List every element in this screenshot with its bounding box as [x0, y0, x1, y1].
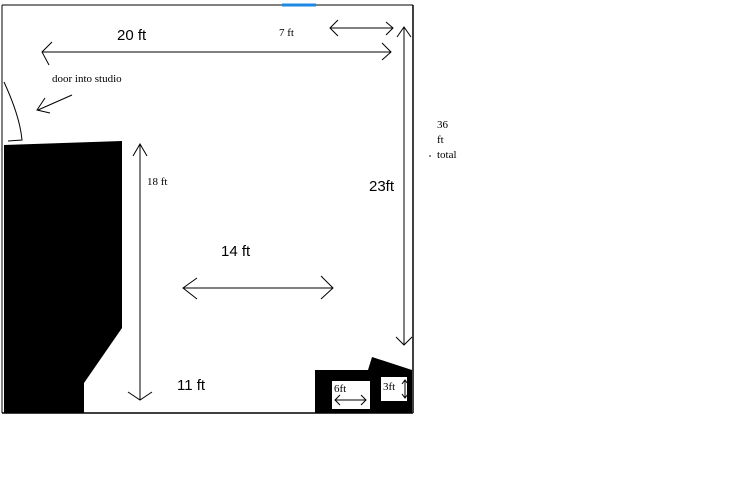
total-marker-dot [429, 155, 431, 157]
label-7ft: 7 ft [279, 27, 294, 39]
arrow-23ft [395, 26, 413, 346]
label-door-into-studio: door into studio [52, 73, 122, 85]
door-pointer-arrow [36, 94, 73, 114]
arrow-20ft [41, 41, 392, 66]
label-18ft: 18 ft [147, 176, 167, 188]
label-23ft: 23ft [369, 178, 395, 195]
label-11ft: 11 ft [177, 377, 206, 394]
arrow-14ft [182, 275, 334, 300]
arrow-3ft [401, 379, 409, 399]
label-14ft: 14 ft [221, 243, 251, 260]
label-20ft: 20 ft [117, 27, 147, 44]
label-3ft: 3ft [383, 381, 395, 393]
label-6ft: 6ft [334, 383, 346, 395]
arrow-18ft [127, 143, 153, 401]
left-black-block [4, 141, 122, 413]
label-total-ft: ft [437, 134, 444, 146]
label-total-word: total [437, 149, 457, 161]
arrow-7ft [329, 19, 394, 37]
arrow-6ft [334, 394, 367, 406]
bottom-right-block [315, 357, 412, 413]
label-total-36: 36 [437, 119, 449, 131]
door-swing [3, 81, 23, 142]
